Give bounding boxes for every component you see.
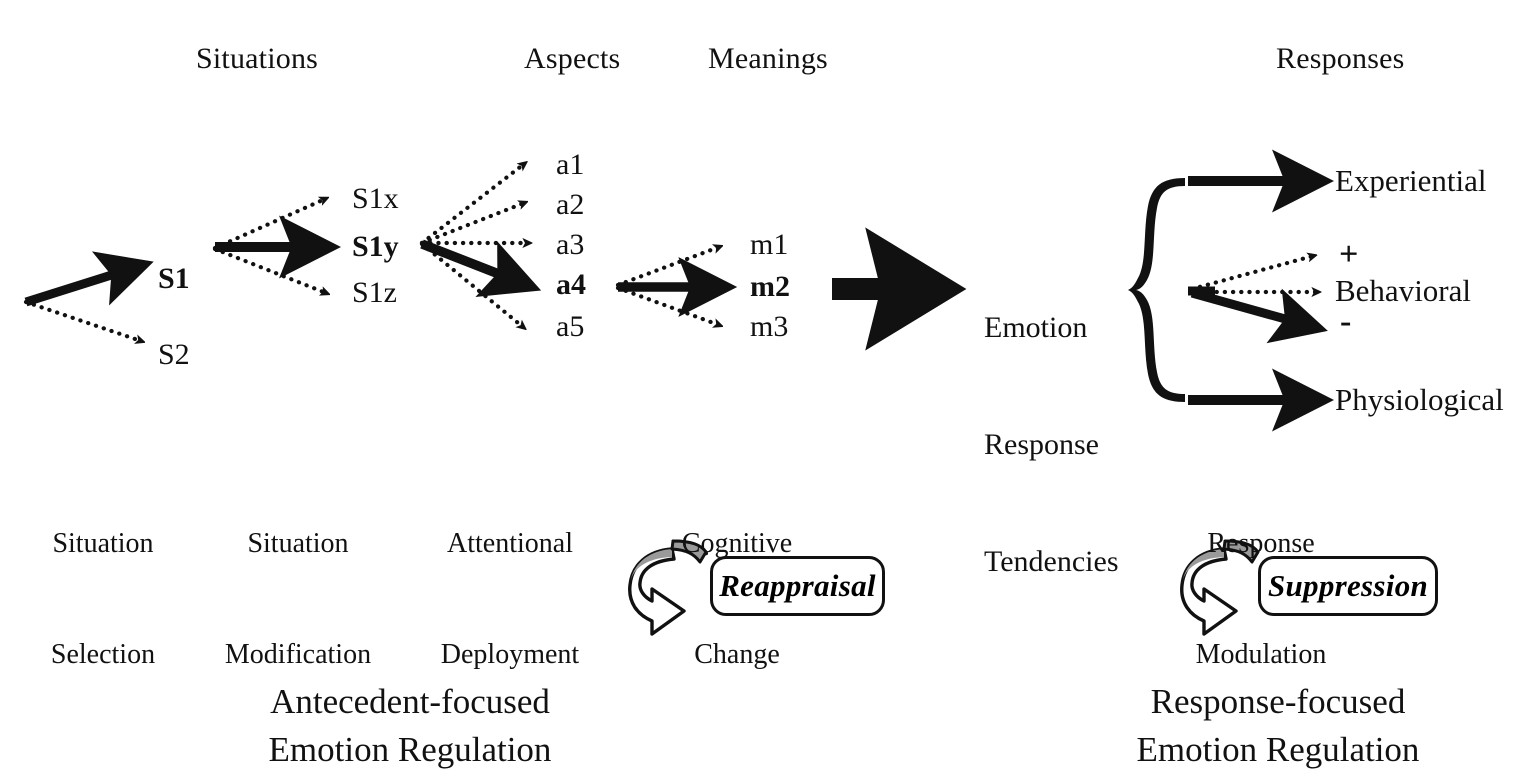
- arrow-situation-selection-to-s2: [23, 299, 141, 341]
- caption-response-modulation-line-2: Modulation: [1195, 638, 1327, 670]
- strategy-label-suppression: Suppression: [1267, 568, 1429, 603]
- node-s1: S1: [158, 262, 190, 295]
- node-physiological: Physiological: [1335, 382, 1504, 417]
- column-header-situations: Situations: [196, 42, 319, 75]
- node-experiential: Experiential: [1335, 163, 1487, 198]
- node-a3: a3: [556, 228, 585, 261]
- strategy-pill-reappraisal[interactable]: Reappraisal: [710, 556, 885, 616]
- caption-attentional-deployment: Attentional Deployment: [418, 452, 602, 748]
- strategy-label-reappraisal: Reappraisal: [719, 568, 876, 603]
- response-grouping-brace: [1128, 178, 1185, 402]
- node-a2: a2: [556, 188, 585, 221]
- strategy-pill-suppression[interactable]: Suppression: [1258, 556, 1438, 616]
- arrow-situation-selection-to-s1: [24, 251, 154, 307]
- arrow-s1y-to-a5: [419, 241, 523, 327]
- caption-situation-selection-line-2: Selection: [50, 638, 156, 670]
- arrow-s1-to-s1z: [212, 246, 326, 293]
- caption-situation-modification-line-1: Situation: [247, 527, 349, 559]
- node-s1y: S1y: [352, 230, 399, 263]
- node-m1: m1: [750, 228, 789, 261]
- caption-cognitive-change: Cognitive Change: [652, 452, 822, 748]
- column-header-meanings: Meanings: [708, 42, 828, 75]
- node-behavioral: Behavioral: [1335, 273, 1472, 308]
- arrow-s1y-to-a2: [419, 203, 524, 246]
- caption-situation-modification: Situation Modification: [208, 452, 388, 748]
- caption-attentional-deployment-line-2: Deployment: [440, 638, 580, 670]
- arrow-a4-to-m3: [615, 285, 719, 325]
- node-a1: a1: [556, 148, 585, 181]
- ert-line-1: Emotion: [984, 311, 1088, 344]
- node-behavioral-positive: +: [1339, 236, 1359, 273]
- node-behavioral-negative: -: [1340, 303, 1352, 340]
- caption-situation-selection: Situation Selection: [18, 452, 188, 748]
- node-m2: m2: [750, 270, 790, 303]
- ert-line-2: Response: [984, 428, 1099, 461]
- family-caption-antecedent-focused: Antecedent-focused Emotion Regulation: [268, 682, 552, 769]
- caption-attentional-deployment-line-1: Attentional: [447, 527, 573, 559]
- node-s1x: S1x: [352, 182, 399, 215]
- caption-cognitive-change-line-2: Change: [694, 638, 780, 670]
- column-header-aspects: Aspects: [524, 42, 621, 75]
- node-s1z: S1z: [352, 276, 397, 309]
- arrow-s1y-to-a4: [420, 239, 542, 297]
- caption-cognitive-change-line-1: Cognitive: [681, 527, 793, 559]
- arrow-behavioral-to-positive: [1189, 256, 1313, 292]
- column-header-responses: Responses: [1276, 42, 1405, 75]
- caption-response-modulation-line-1: Response: [1207, 527, 1315, 559]
- ert-line-3: Tendencies: [984, 545, 1119, 578]
- node-m3: m3: [750, 310, 789, 343]
- caption-situation-modification-line-2: Modification: [224, 638, 372, 670]
- family-caption-response-focused: Response-focused Emotion Regulation: [1136, 682, 1420, 769]
- caption-situation-selection-line-1: Situation: [52, 527, 154, 559]
- node-emotion-response-tendencies: Emotion Response Tendencies: [984, 230, 1119, 659]
- caption-response-modulation: Response Modulation: [1168, 452, 1354, 748]
- node-a5: a5: [556, 310, 585, 343]
- arrow-behavioral-to-negative: [1190, 288, 1328, 344]
- arrow-a4-to-m1: [615, 247, 719, 288]
- arrow-s1y-to-a1: [419, 164, 524, 246]
- node-s2: S2: [158, 338, 190, 371]
- arrow-s1-to-s1x: [212, 199, 325, 251]
- node-a4: a4: [556, 268, 586, 301]
